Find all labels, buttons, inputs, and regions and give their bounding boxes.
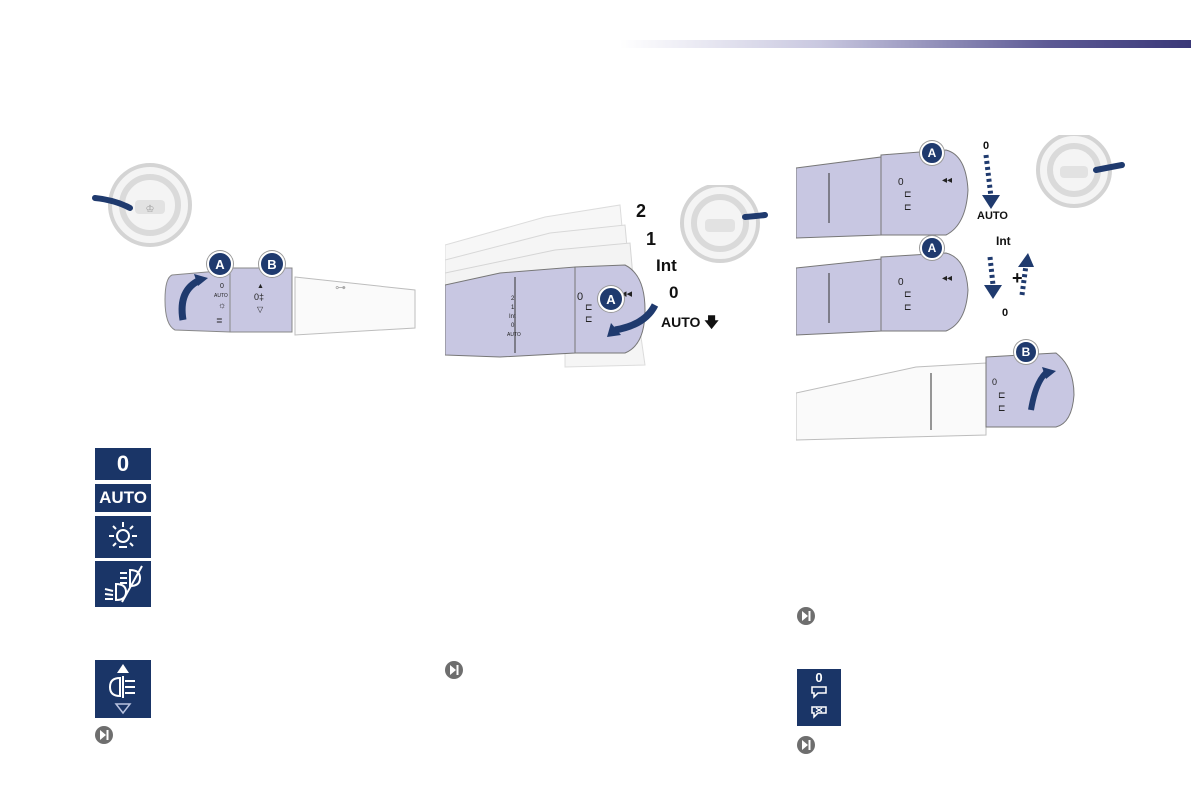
next-page-icon-center[interactable]	[445, 661, 463, 679]
tile-auto: AUTO	[95, 484, 151, 512]
next-page-icon-right-lower[interactable]	[797, 736, 815, 754]
rear-wiper-positions-tile: 0	[797, 669, 841, 726]
wiper-pos-2: 2	[636, 201, 647, 221]
svg-text:◂◂: ◂◂	[621, 288, 633, 300]
marker-b-bottom: B	[1014, 340, 1038, 364]
svg-text:0: 0	[577, 291, 583, 303]
middle-plus: +	[1012, 268, 1023, 288]
svg-text:AUTO: AUTO	[507, 332, 521, 338]
tile-zero: 0	[95, 448, 151, 480]
svg-text:⊏: ⊏	[998, 403, 1006, 413]
svg-text:⊶: ⊶	[335, 282, 346, 294]
front-wiper-stalk-illustration: 2 1 Int 0 AUTO 0 ⊏ ⊏ ◂◂	[445, 185, 768, 368]
down-arrow-icon: 🡇	[704, 314, 719, 330]
steering-wheel-icon: ♔	[92, 163, 192, 247]
rear-foglamp-icon	[95, 660, 151, 718]
wiper-pos-auto: AUTO 🡇	[661, 314, 719, 330]
svg-text:⊏: ⊏	[585, 314, 593, 324]
wiper-pos-int: Int	[656, 256, 677, 275]
svg-text:⊏: ⊏	[904, 302, 912, 312]
svg-text:◂◂: ◂◂	[942, 273, 952, 284]
svg-text:0: 0	[220, 283, 224, 290]
middle-label-zero: 0	[1002, 307, 1009, 319]
svg-text:⊏: ⊏	[998, 390, 1006, 400]
svg-text:0‡: 0‡	[254, 292, 264, 302]
svg-text:⊏: ⊏	[904, 202, 912, 212]
rear-wiper-zero: 0	[815, 670, 823, 686]
rear-wiper-intermittent-icon	[809, 685, 829, 704]
marker-b-lighting: B	[259, 251, 285, 277]
header-gradient-bar	[620, 40, 1191, 48]
ring-b-up-symbol: ▲	[257, 283, 264, 290]
next-page-icon-right-upper[interactable]	[797, 607, 815, 625]
svg-text:⊏: ⊏	[904, 189, 912, 199]
rear-wiper-wash-icon	[809, 705, 829, 724]
svg-text:≣: ≣	[216, 316, 223, 325]
marker-a-middle: A	[920, 236, 944, 260]
svg-text:Int: Int	[509, 314, 516, 320]
next-page-icon-left[interactable]	[95, 726, 113, 744]
steering-wheel-icon	[1036, 135, 1125, 208]
svg-text:0: 0	[511, 323, 515, 329]
svg-text:0: 0	[992, 377, 997, 387]
lighting-stalk-illustration: ♔ ⊶ 0 AUTO ☼ ≣ ▲ 0‡ ▽	[92, 163, 416, 336]
marker-a-wiper: A	[598, 286, 624, 312]
svg-text:♔: ♔	[146, 204, 155, 215]
marker-a-lighting: A	[207, 251, 233, 277]
wiper-pos-0: 0	[669, 283, 679, 302]
sidelamps-icon	[95, 516, 151, 558]
steering-wheel-icon	[680, 185, 768, 263]
svg-text:▽: ▽	[257, 305, 264, 314]
top-label-auto: AUTO	[977, 210, 1008, 222]
svg-text:AUTO: AUTO	[214, 293, 228, 299]
svg-text:0: 0	[898, 277, 904, 288]
svg-text:☼: ☼	[218, 300, 226, 310]
middle-label-int: Int	[996, 234, 1011, 248]
wiper-pos-1: 1	[646, 229, 657, 249]
wiper-stalk-variants-illustration: 0 ⊏ ⊏ ◂◂ 0 ⊏ ⊏ ◂◂ 0 ⊏ ⊏	[796, 135, 1125, 441]
svg-text:⊏: ⊏	[904, 289, 912, 299]
svg-text:2: 2	[511, 296, 515, 302]
svg-text:1: 1	[511, 305, 515, 311]
svg-text:⊏: ⊏	[585, 302, 593, 312]
svg-text:◂◂: ◂◂	[942, 175, 952, 186]
dipped-main-beam-icon	[95, 561, 151, 607]
marker-a-top: A	[920, 141, 944, 165]
svg-text:0: 0	[898, 177, 904, 188]
top-label-zero: 0	[983, 140, 990, 152]
